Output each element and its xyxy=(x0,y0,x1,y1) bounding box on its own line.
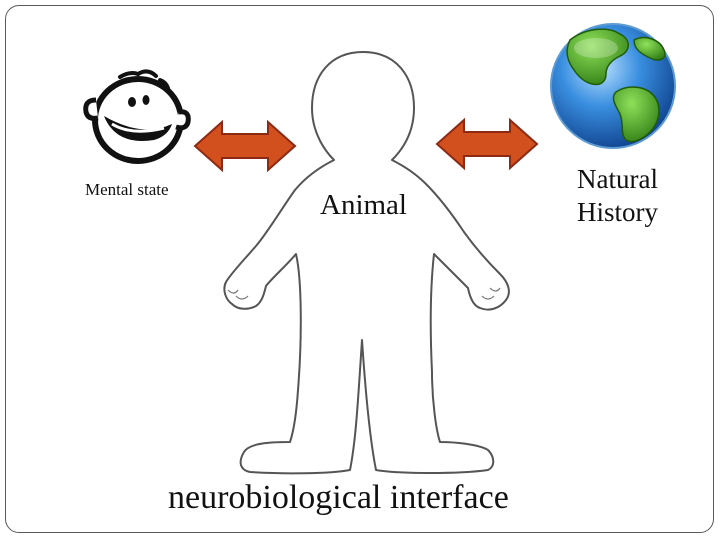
double-arrow-left xyxy=(193,119,297,173)
interface-label: neurobiological interface xyxy=(168,479,509,516)
natural-history-label: Natural History xyxy=(577,163,658,229)
human-body-outline xyxy=(223,51,510,475)
smiling-face-icon xyxy=(83,69,191,164)
natural-history-line1: Natural xyxy=(577,164,658,194)
mental-state-label: Mental state xyxy=(85,180,169,199)
earth-globe-icon xyxy=(550,23,676,149)
natural-history-line2: History xyxy=(577,197,658,227)
animal-label: Animal xyxy=(320,189,407,221)
double-arrow-right xyxy=(435,117,539,171)
